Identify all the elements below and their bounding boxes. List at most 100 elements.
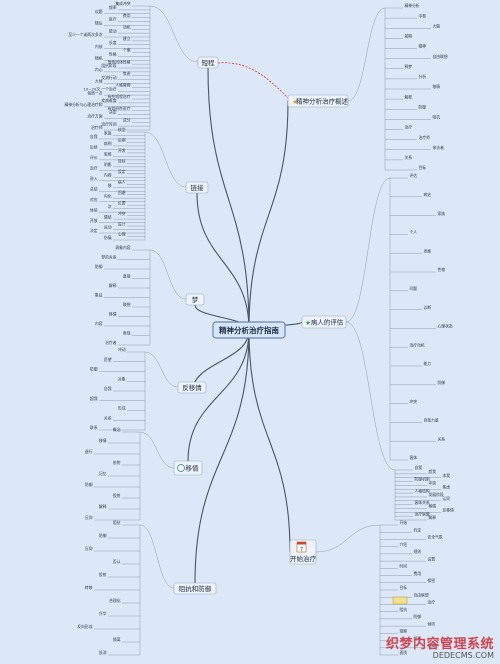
highlight-node[interactable] (392, 596, 408, 605)
branch-node-lianjie[interactable]: 链接 (185, 181, 209, 194)
leaf-node[interactable]: 至少一个或两次多次 (68, 32, 102, 37)
branch-node-dream[interactable]: 梦 (185, 293, 205, 306)
leaf-node[interactable]: 发展 (424, 248, 432, 253)
leaf-node[interactable]: 诊断 (424, 305, 432, 310)
leaf-node[interactable]: 设置 (428, 556, 436, 561)
leaf-node[interactable]: 概念 (113, 427, 121, 432)
leaf-node[interactable]: 防御 (414, 614, 422, 619)
leaf-node[interactable]: 心理 (118, 232, 126, 237)
leaf-node[interactable]: 解释 (429, 515, 437, 520)
leaf-node[interactable]: 病例 (104, 141, 112, 146)
leaf-node[interactable]: 压抑 (85, 546, 93, 551)
leaf-node[interactable]: 依附 (113, 460, 121, 465)
leaf-node[interactable]: 冲突 (118, 211, 126, 216)
leaf-node[interactable]: 成分 (123, 117, 131, 122)
leaf-node[interactable]: 有组织性医疗 (108, 106, 131, 111)
leaf-node[interactable]: 病史 (424, 192, 432, 197)
leaf-node[interactable]: 病人 (118, 179, 126, 184)
leaf-node[interactable]: 回避 (118, 190, 126, 195)
leaf-node[interactable]: 情结 (104, 214, 112, 219)
leaf-node[interactable]: 压抑 (85, 515, 93, 520)
branch-node-empathy[interactable]: 移情 (173, 460, 203, 476)
leaf-node[interactable]: 内容 (104, 172, 112, 177)
leaf-node[interactable]: 治疗动机 (410, 342, 425, 347)
leaf-node[interactable]: 防御 (99, 533, 107, 538)
leaf-node[interactable]: 认同 (443, 496, 451, 501)
branch-node-transference[interactable]: 反移情 (177, 381, 207, 394)
leaf-node[interactable]: 隔离 (113, 637, 121, 642)
leaf-node[interactable]: 精神分析 (405, 3, 420, 8)
leaf-node[interactable]: 核型 (118, 127, 126, 132)
leaf-node[interactable]: 对象 (118, 376, 126, 381)
leaf-node[interactable]: 前期 (405, 34, 413, 39)
leaf-node[interactable]: 大体 (95, 79, 103, 84)
leaf-node[interactable]: 有些短程治疗 (108, 94, 131, 99)
leaf-node[interactable]: 升华 (99, 611, 107, 616)
leaf-node[interactable]: 退行 (85, 449, 93, 454)
leaf-node[interactable]: 面质 (400, 650, 408, 655)
leaf-node[interactable]: 释梦 (405, 64, 413, 69)
center-node[interactable]: 精神分析治疗指南 (212, 321, 286, 339)
leaf-node[interactable]: 中枢 (419, 13, 427, 18)
leaf-node[interactable]: 体验 (90, 207, 98, 212)
leaf-node[interactable]: 观察 (400, 629, 408, 634)
leaf-node[interactable]: 精神分析与心理治疗和 (65, 102, 103, 107)
leaf-node[interactable]: 随机 (95, 55, 103, 60)
leaf-node[interactable]: 精神 (419, 44, 427, 49)
leaf-node[interactable]: 治疗者 (105, 340, 117, 345)
leaf-node[interactable]: 次 (108, 204, 112, 209)
leaf-node[interactable]: 阻抗 (113, 520, 121, 525)
leaf-node[interactable]: 进入 (90, 176, 98, 181)
leaf-node[interactable]: 投射 (99, 572, 107, 577)
branch-node-beiliu[interactable]: 短程 (197, 56, 219, 69)
leaf-node[interactable]: 治疗 (405, 125, 413, 130)
leaf-node[interactable]: 暂性同体性格 (108, 59, 131, 64)
leaf-node[interactable]: 客体 (410, 455, 418, 460)
leaf-node[interactable]: 自我 (90, 134, 98, 139)
leaf-node[interactable]: 约定 (414, 527, 422, 532)
leaf-node[interactable]: 联系 (90, 425, 98, 430)
leaf-node[interactable]: 设定 (118, 169, 126, 174)
leaf-node[interactable]: 开发 (118, 148, 126, 153)
leaf-node[interactable]: 内化 (104, 193, 112, 198)
leaf-node[interactable]: 个人 (410, 230, 418, 235)
branch-node-assessment[interactable]: ★ 病人的评估 (301, 315, 347, 329)
leaf-node[interactable]: 自由联想 (414, 592, 429, 597)
leaf-node[interactable]: 交流行动 (101, 75, 116, 80)
leaf-node[interactable]: 决定 (109, 110, 117, 115)
leaf-node[interactable]: 伤痛 (104, 235, 112, 240)
leaf-node[interactable]: 阻抗阶段 (101, 63, 116, 68)
leaf-node[interactable]: 倾听 (428, 621, 436, 626)
leaf-node[interactable]: 位置 (118, 200, 126, 205)
leaf-node[interactable]: 发展阶段 (429, 492, 444, 497)
leaf-node[interactable]: 阴影 (104, 162, 112, 167)
leaf-node[interactable]: 超我 (429, 469, 437, 474)
leaf-node[interactable]: 记忆 (99, 471, 107, 476)
leaf-node[interactable]: 费用 (414, 571, 422, 576)
leaf-node[interactable]: 解释 (99, 504, 107, 509)
leaf-node[interactable]: 性格 (109, 52, 117, 57)
leaf-node[interactable]: 自我 (415, 465, 423, 470)
leaf-node[interactable]: 目标 (419, 165, 427, 170)
leaf-node[interactable]: 联想 (123, 302, 131, 307)
leaf-node[interactable]: 治疗联盟 (415, 511, 430, 516)
leaf-node[interactable]: 解释 (414, 636, 422, 641)
leaf-node[interactable]: 反向形成 (77, 624, 92, 629)
leaf-node[interactable]: 频率 (109, 5, 117, 10)
leaf-node[interactable]: 形成 (118, 406, 126, 411)
branch-node-start[interactable]: 7 开始治疗 (289, 539, 317, 565)
leaf-node[interactable]: 个案 (123, 48, 131, 53)
leaf-node[interactable]: 冲突 (429, 481, 437, 486)
leaf-node[interactable]: 费用 (123, 13, 131, 18)
leaf-node[interactable]: 移情 (433, 84, 441, 89)
leaf-node[interactable]: 投射 (113, 493, 121, 498)
leaf-node[interactable]: 防御 (85, 482, 93, 487)
leaf-node[interactable]: 移情 (99, 438, 107, 443)
leaf-node[interactable]: 评估 (410, 173, 418, 178)
leaf-node[interactable]: 大脑 (433, 23, 441, 28)
leaf-node[interactable]: 关系 (405, 155, 413, 160)
leaf-node[interactable]: 自我 (104, 386, 112, 391)
leaf-node[interactable]: 表象内容 (115, 245, 130, 250)
leaf-node[interactable]: 议题 (95, 9, 103, 14)
leaf-node[interactable]: 每周一次 (87, 90, 102, 95)
